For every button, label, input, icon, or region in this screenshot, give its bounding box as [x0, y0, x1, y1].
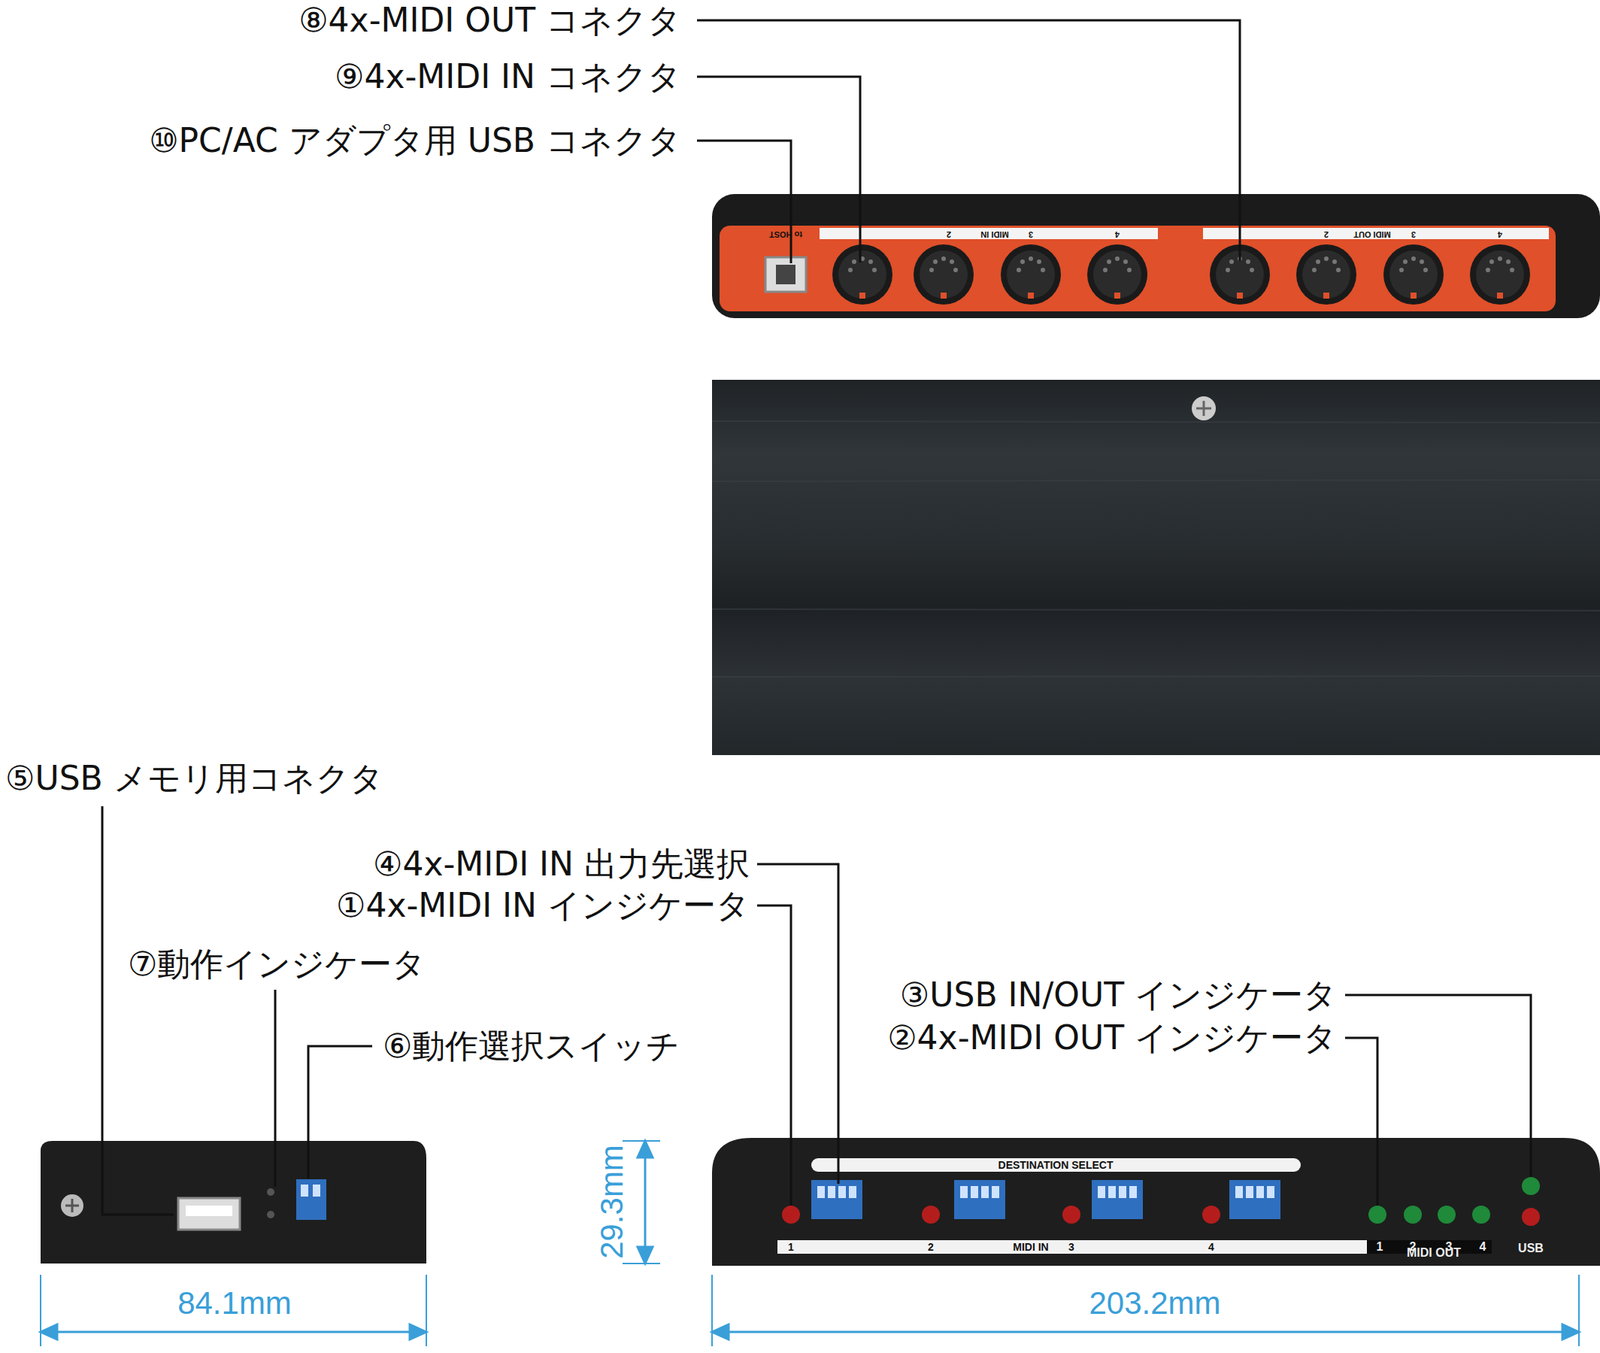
panel-label: 1	[1376, 1240, 1384, 1253]
panel-label: 1	[787, 1241, 794, 1252]
panel-label: 4	[1479, 1240, 1487, 1253]
callout-label: ⑩PC/AC アダプタ用 USB コネクタ	[148, 124, 682, 158]
callout-label: ⑦動作インジケータ	[127, 947, 426, 981]
panel-label: 3	[1028, 230, 1034, 239]
panel-label: 3	[1411, 230, 1416, 239]
panel-label: MIDI OUT	[1353, 230, 1391, 239]
panel-label: MIDI IN	[1012, 1241, 1049, 1252]
panel-label: 2	[946, 230, 952, 239]
panel-label: 4	[1115, 230, 1120, 239]
panel-label: 2	[927, 1241, 934, 1252]
panel-label: MIDI IN	[980, 230, 1009, 239]
callout-label: ⑧4x-MIDI OUT コネクタ	[298, 3, 682, 37]
callout-label: ①4x-MIDI IN インジケータ	[336, 888, 750, 922]
callout-label: ④4x-MIDI IN 出力先選択	[372, 847, 750, 881]
callout-label: ⑤USB メモリ用コネクタ	[5, 761, 384, 795]
panel-label: DESTINATION SELECT	[998, 1159, 1114, 1170]
panel-label: 4	[1208, 1241, 1215, 1252]
panel-label: to HOST	[769, 230, 803, 239]
dimension-label: 84.1mm	[177, 1287, 292, 1319]
panel-label: 2	[1324, 230, 1329, 239]
panel-label: MIDI OUT	[1406, 1246, 1461, 1259]
callout-label: ⑥動作選択スイッチ	[382, 1029, 680, 1063]
panel-label: 4	[1497, 230, 1503, 239]
callout-label: ⑨4x-MIDI IN コネクタ	[334, 60, 682, 94]
callout-label: ③USB IN/OUT インジケータ	[900, 978, 1337, 1012]
panel-label: 3	[1068, 1241, 1075, 1252]
panel-label: USB	[1518, 1242, 1544, 1255]
callout-label: ②4x-MIDI OUT インジケータ	[887, 1021, 1337, 1055]
dimension-label: 29.3mm	[596, 1144, 628, 1259]
dimension-label: 203.2mm	[1088, 1287, 1221, 1319]
